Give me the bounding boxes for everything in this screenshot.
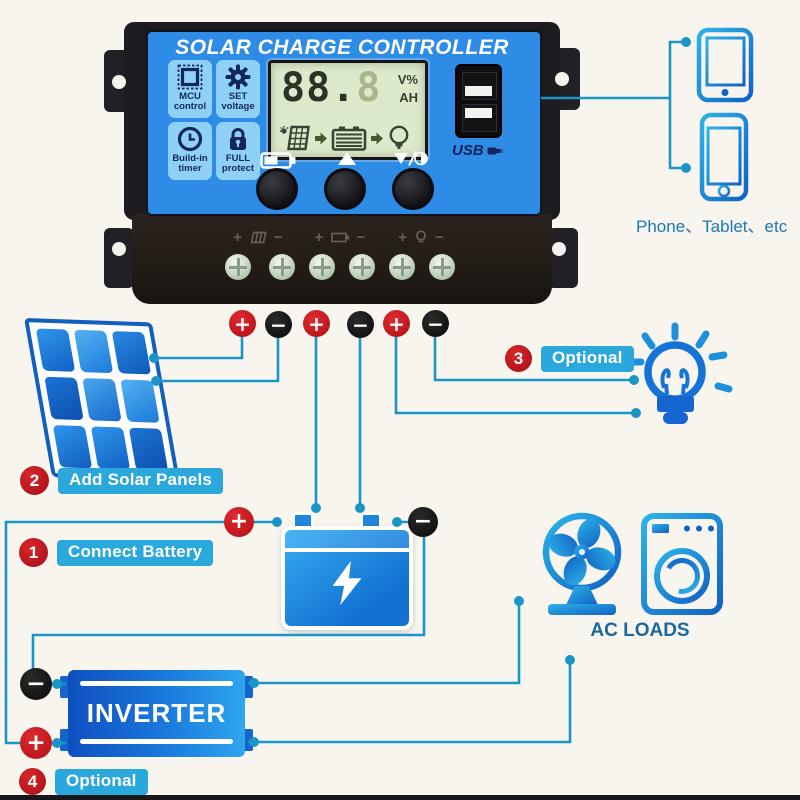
usb-port-top[interactable]	[462, 72, 497, 100]
down-button[interactable]	[392, 168, 434, 210]
battery-plus-marker: +	[303, 310, 330, 337]
terminal-screw[interactable]	[225, 254, 251, 280]
usb-port-bottom[interactable]	[462, 104, 497, 132]
step-label: Connect Battery	[57, 539, 214, 566]
lcd-arrow-icon	[315, 132, 327, 144]
controller-title: SOLAR CHARGE CONTROLLER	[175, 36, 509, 59]
terminal-screw[interactable]	[429, 254, 455, 280]
devices-caption: Phone、Tablet、etc	[636, 217, 788, 236]
solar-panel-mini-icon	[250, 231, 267, 243]
mount-hole	[552, 242, 566, 256]
terminal-screw[interactable]	[349, 254, 375, 280]
solar-plus-marker: +	[229, 310, 256, 337]
clock-icon	[177, 126, 203, 152]
step-label: Optional	[541, 345, 634, 372]
terminal-label-solar: + −	[233, 228, 283, 246]
lcd-solar-panel-icon	[280, 125, 310, 151]
terminal-screw[interactable]	[389, 254, 415, 280]
usb-ports[interactable]	[455, 64, 502, 138]
lcd-display: 88.8 V% AH	[268, 60, 428, 160]
battery-minus-marker: −	[347, 311, 374, 338]
terminal-screw[interactable]	[309, 254, 335, 280]
step-optional-inverter: 4 Optional	[19, 768, 148, 795]
lightning-bolt-icon	[332, 560, 362, 606]
tablet-icon	[696, 27, 754, 103]
step-connect-battery: 1 Connect Battery	[19, 538, 214, 567]
lcd-flow-icons	[279, 124, 411, 152]
lcd-value: 88.8	[281, 65, 382, 111]
step-label: Optional	[55, 768, 148, 795]
inverter-minus-marker: −	[20, 668, 52, 700]
terminal-block	[132, 214, 552, 304]
step-number: 2	[20, 466, 49, 495]
lcd-unit-ah: AH	[399, 90, 418, 105]
inverter-stripe	[80, 739, 233, 744]
mount-ear	[548, 228, 578, 288]
terminal-screw[interactable]	[269, 254, 295, 280]
solar-minus-marker: −	[265, 311, 292, 338]
solar-panel	[24, 318, 180, 482]
terminal-label-load: + −	[398, 228, 444, 246]
lcd-bulb-icon	[389, 125, 409, 149]
lcd-unit-volt-percent: V%	[397, 72, 418, 87]
battery-mini-icon	[330, 232, 349, 243]
lcd-battery-icon	[331, 126, 367, 151]
usb-label: USB	[452, 142, 512, 159]
mount-hole	[112, 75, 126, 89]
fan-icon	[542, 512, 622, 615]
menu-button[interactable]	[256, 168, 298, 210]
battery-top-band	[285, 530, 409, 552]
battery-select-icon	[260, 152, 296, 169]
step-number: 1	[19, 538, 48, 567]
step-optional-load: 3 Optional	[505, 345, 634, 372]
mount-ear	[104, 228, 134, 288]
terminal-label-battery: + −	[314, 228, 366, 246]
light-bulb-icon	[625, 322, 733, 424]
inverter-plus-marker: +	[20, 727, 52, 759]
lamp-mini-icon	[415, 230, 427, 243]
load-plus-marker: +	[383, 310, 410, 337]
ac-loads-caption: AC LOADS	[590, 620, 690, 641]
step-add-solar-panels: 2 Add Solar Panels	[20, 466, 224, 495]
battery	[281, 526, 413, 630]
padlock-icon	[230, 128, 246, 150]
bottom-edge-bar	[0, 795, 800, 800]
up-button[interactable]	[324, 168, 366, 210]
gear-icon	[225, 64, 251, 90]
mount-hole	[555, 72, 569, 86]
step-number: 4	[19, 768, 46, 795]
step-label: Add Solar Panels	[58, 467, 224, 494]
mount-hole	[112, 242, 126, 256]
washing-machine-icon	[641, 513, 723, 615]
battery-wire-minus-marker: −	[408, 507, 438, 537]
battery-wire-plus-marker: +	[224, 507, 254, 537]
phone-icon	[699, 112, 749, 202]
down-arrow-mode-icon	[392, 150, 428, 167]
step-number: 3	[505, 345, 532, 372]
mcu-chip-icon	[177, 64, 203, 90]
inverter-stripe	[80, 681, 233, 686]
load-minus-marker: −	[422, 310, 449, 337]
lcd-arrow-icon	[371, 132, 383, 144]
usb-plug-icon	[487, 147, 503, 154]
up-arrow-icon	[336, 150, 358, 167]
